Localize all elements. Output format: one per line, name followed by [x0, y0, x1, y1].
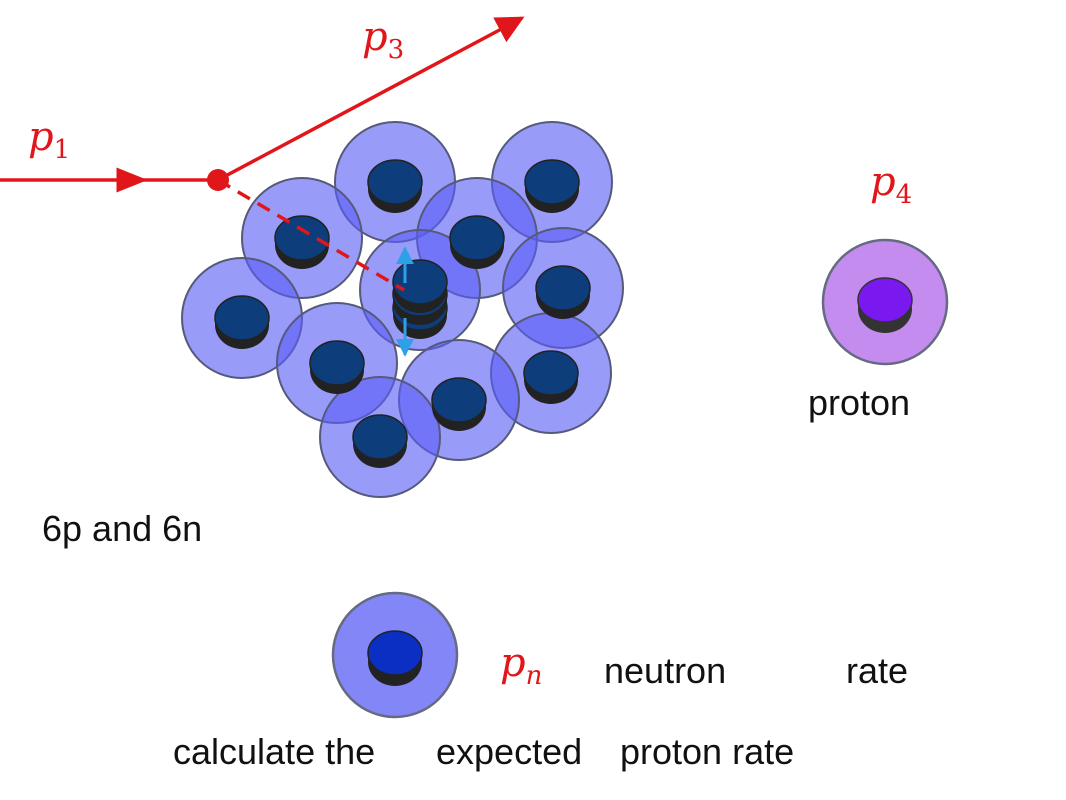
neutron-label: neutron — [604, 650, 726, 691]
nucleon-core — [367, 159, 423, 205]
free-proton — [821, 238, 949, 366]
label-p1: p1 — [28, 114, 70, 165]
label-pn: pn — [500, 640, 542, 691]
rate-label: rate — [846, 650, 908, 691]
nucleon-core — [535, 265, 591, 311]
proton-core — [857, 277, 913, 323]
nucleon-core — [523, 350, 579, 396]
calc-text-3: proton rate — [620, 731, 794, 772]
proton-label: proton — [808, 382, 910, 423]
label-p3: p3 — [362, 14, 404, 65]
exchange-track-dashed — [217, 178, 405, 292]
outgoing-track-p3 — [217, 16, 525, 182]
carbon-nucleus — [181, 121, 624, 498]
nucleon-core — [214, 295, 270, 341]
nucleon-core — [274, 215, 330, 261]
nucleon-core — [449, 215, 505, 261]
nucleon-core — [392, 259, 448, 305]
free-neutron — [331, 591, 459, 719]
nucleon-core — [309, 340, 365, 386]
neutron-core — [367, 630, 423, 676]
nucleus-label: 6p and 6n — [42, 508, 202, 549]
nucleon-core — [352, 414, 408, 460]
calc-text-2: expected — [436, 731, 582, 772]
interaction-vertex — [207, 169, 229, 191]
calc-text-1: calculate the — [173, 731, 375, 772]
label-p4: p4 — [870, 159, 912, 210]
nucleon-core — [431, 377, 487, 423]
nucleon-core — [524, 159, 580, 205]
